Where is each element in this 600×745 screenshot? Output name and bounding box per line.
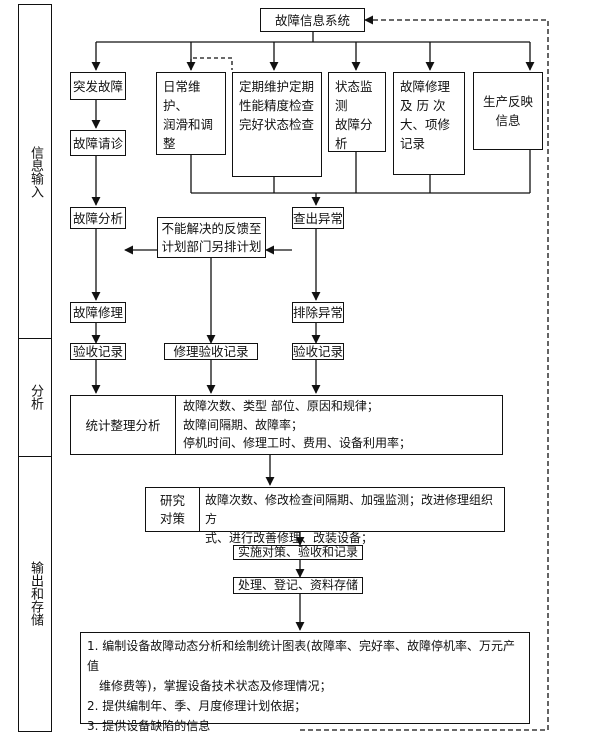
node-implement: 实施对策、验收和记录 [233,545,363,560]
output-item: 维修费等)，掌握设备技术状态及修理情况； [99,679,332,693]
node-repair-records: 故障修理及 历 次大、项修记录 [393,72,465,175]
output-item: 1. 编制设备故障动态分析和绘制统计图表(故障率、完好率、故障停机率、万元产值 [87,639,515,673]
node-acceptance-record-left: 验收记录 [70,343,126,360]
output-item: 3. 提供设备缺陷的信息 [87,719,211,733]
stage-divider [19,456,51,457]
node-fault-consult: 故障请诊 [70,130,126,156]
research-details: 故障次数、修改检查间隔期、加强监测；改进修理组织方 式、进行改善修理、改装设备； [205,493,494,545]
stat-details: 故障次数、类型 部位、原因和规律； 故障间隔期、故障率； 停机时间、修理工时、费… [183,399,412,450]
node-periodic-check: 定期维护定期性能精度检查完好状态检查 [232,72,322,177]
node-sudden-fault: 突发故障 [70,72,126,100]
stage-input-label: 信息输入 [28,145,43,198]
node-research-countermeasures: 研究对策 故障次数、修改检查间隔期、加强监测；改进修理组织方 式、进行改善修理、… [145,487,505,545]
stage-sidebar: 信息输入 分析 输出和存储 [18,4,52,732]
stage-analysis-label: 分析 [28,384,43,410]
node-fault-info-system: 故障信息系统 [260,8,365,32]
output-item: 2. 提供编制年、季、月度修理计划依据； [87,699,307,713]
node-remove-abnormal: 排除异常 [292,302,344,323]
node-statistics-analysis: 统计整理分析 故障次数、类型 部位、原因和规律； 故障间隔期、故障率； 停机时间… [70,395,503,455]
node-fault-analysis: 故障分析 [70,207,126,229]
stage-output-label: 输出和存储 [28,561,43,626]
stat-title: 统计整理分析 [71,396,176,454]
node-find-abnormal: 查出异常 [292,207,344,229]
node-process-store: 处理、登记、资料存储 [233,577,363,594]
node-production-feedback: 生产反映信息 [473,72,543,150]
node-status-monitoring: 状态监测故障分析 [328,72,386,152]
node-output-list: 1. 编制设备故障动态分析和绘制统计图表(故障率、完好率、故障停机率、万元产值 … [80,632,530,733]
node-daily-maintenance: 日常维护、润滑和调整 [156,72,226,155]
node-unresolved-feedback: 不能解决的反馈至计划部门另排计划 [157,217,266,258]
stage-divider [19,338,51,339]
node-repair-acceptance-record: 修理验收记录 [164,343,258,360]
node-acceptance-record-right: 验收记录 [292,343,344,360]
node-fault-repair: 故障修理 [70,302,126,323]
research-title: 研究对策 [146,488,200,531]
